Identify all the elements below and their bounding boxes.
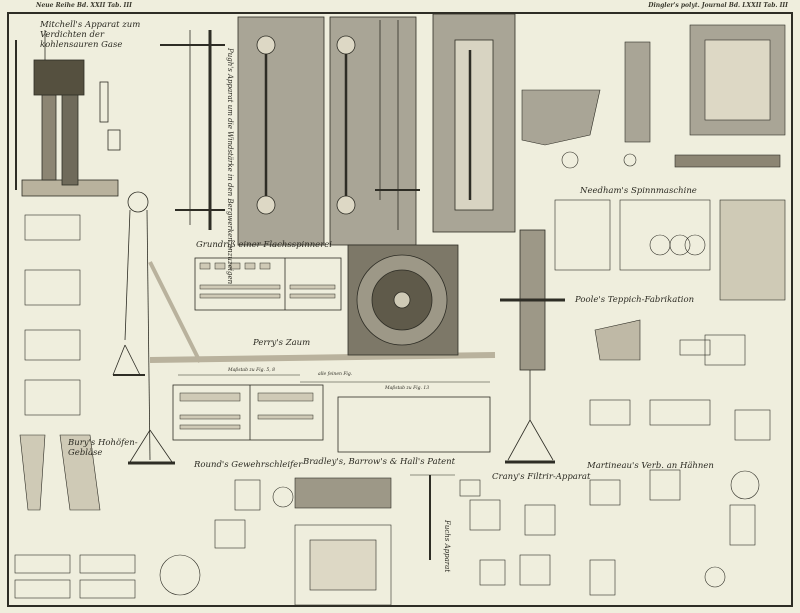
caption-round: Round's Gewehrschleifer <box>194 460 303 470</box>
scale-label-c: alle feinen Fig. <box>318 372 353 377</box>
caption-martineau: Martineau's Verb. an Hähnen <box>587 461 714 471</box>
caption-bradley: Bradley's, Barrow's & Hall's Patent <box>303 457 456 467</box>
caption-needham: Needham's Spinnmaschine <box>580 186 697 196</box>
header-right: Dingler's polyt. Journal Bd. LXXII Tab. … <box>648 2 788 9</box>
right-side-figures <box>521 24 786 596</box>
caption-fuchs: Fuchs Apparat <box>443 520 451 573</box>
scale-bars <box>178 374 490 383</box>
scale-label-a: Maßstab zu Fig. 5, 8 <box>228 368 275 373</box>
caption-perry: Perry's Zaum <box>253 338 311 348</box>
scale-label-b: Maßstab zu Fig. 13 <box>385 386 430 391</box>
plate-border <box>7 12 793 607</box>
bottom-center-figures <box>214 474 556 606</box>
left-column-figures <box>14 214 201 599</box>
caption-crany: Crany's Filtrir-Apparat <box>492 472 591 482</box>
flax-mill-plan-figure <box>172 257 491 453</box>
perry-brake-figure <box>112 191 565 465</box>
caption-mitchell: Mitchell's Apparat zum Verdichten der ko… <box>40 20 141 50</box>
mitchell-apparatus-figure <box>15 30 121 197</box>
caption-poole: Poole's Teppich-Fabrikation <box>575 295 695 305</box>
caption-flachs: Grundriß einer Flachsspinnerei <box>196 240 333 250</box>
caption-bury: Bury's Hohöfen-Gebläse <box>68 438 138 458</box>
header-left: Neue Reihe Bd. XXII Tab. III <box>36 2 132 9</box>
pugh-apparatus-figure <box>160 13 516 246</box>
